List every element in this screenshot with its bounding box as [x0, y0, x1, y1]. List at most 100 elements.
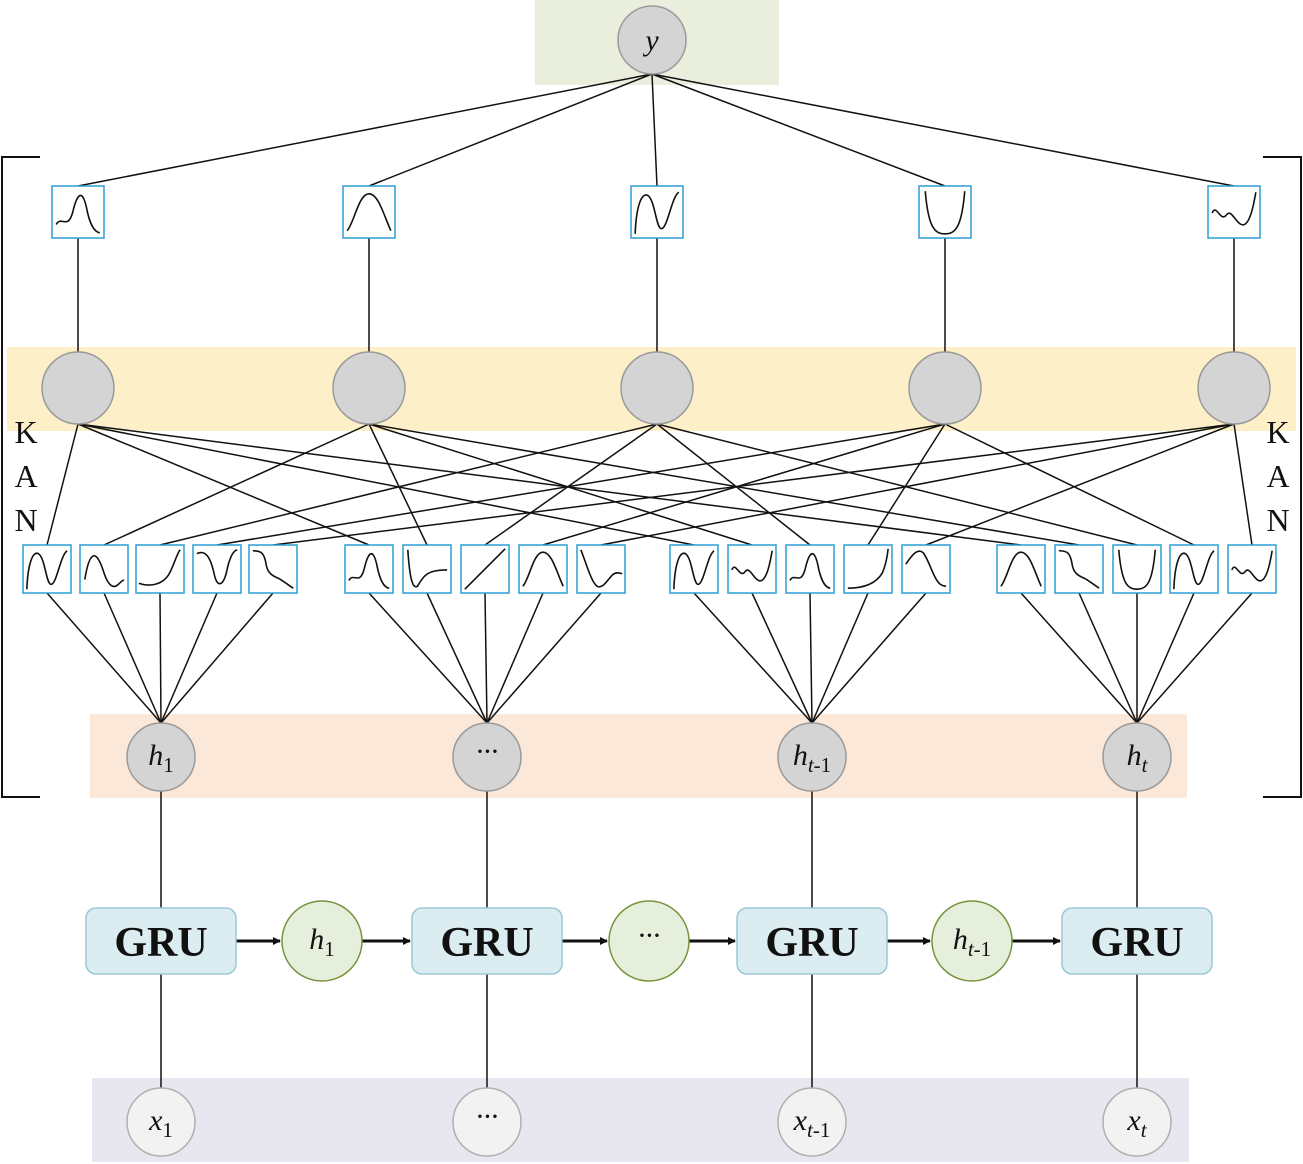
input-label: ···: [476, 1100, 499, 1133]
u-curve-curve: [1119, 550, 1155, 589]
linear-curve: [465, 549, 505, 589]
wiggle-dip-function-box: [728, 545, 776, 593]
step-down-curve: [1059, 551, 1099, 588]
v-dip-flat-function-box: [577, 545, 625, 593]
kan-dense-edge: [656, 423, 1138, 546]
function-box-frame: [576, 544, 626, 594]
hidden-state-node: [1102, 722, 1172, 792]
kan-dense-edge: [272, 423, 1235, 546]
input-band: [92, 1078, 1189, 1162]
kan-dense-edge: [216, 423, 946, 546]
sigmoid-bump-curve: [523, 552, 563, 586]
kan-dense-edge: [77, 423, 695, 546]
exp-rise-function-box: [843, 545, 892, 593]
gru-cell-label: GRU: [1090, 920, 1183, 966]
gaussian-peak-curve: [349, 554, 389, 588]
function-to-hidden-edge: [46, 592, 162, 724]
step-down-function-box: [1055, 545, 1103, 593]
wave-function-box: [1170, 545, 1218, 593]
kan-dense-edge: [656, 423, 811, 546]
function-box-frame: [135, 544, 185, 594]
gru-carry-node: [931, 900, 1013, 982]
function-to-hidden-edge: [693, 592, 813, 724]
v-dip-flat-curve: [581, 550, 622, 587]
output-edge: [651, 73, 1235, 187]
function-to-hidden-edge: [1136, 592, 1253, 724]
wave-function-box: [670, 545, 718, 593]
kan-side-label-right: K A N: [1266, 414, 1289, 538]
hidden-state-label: ···: [476, 735, 499, 768]
output-edge: [651, 73, 946, 187]
wiggle-dip-curve: [1212, 192, 1256, 225]
function-to-hidden-edge: [160, 592, 218, 724]
gru-cell: [85, 907, 237, 975]
kan-hidden-neuron: [41, 351, 115, 425]
hidden-state-band: [90, 714, 1187, 798]
wiggle-dip-function-box: [1228, 545, 1276, 593]
hidden-state-node: [126, 722, 196, 792]
gru-carry-label: ht-1: [953, 923, 991, 961]
input-label: xt: [1126, 1104, 1147, 1142]
step-down-curve: [253, 551, 293, 588]
input-node: [1102, 1087, 1172, 1157]
function-to-hidden-edge: [159, 592, 162, 724]
input-label: x1: [148, 1104, 173, 1142]
u-curve-function-box: [918, 185, 972, 239]
kan-dense-edge: [542, 423, 946, 546]
function-to-hidden-edge: [486, 592, 602, 724]
s-curve-curve: [139, 550, 180, 585]
sigmoid-bump-curve: [347, 194, 391, 231]
kan-dense-edge: [103, 423, 370, 546]
u-curve-curve: [925, 191, 965, 234]
function-to-hidden-edge: [811, 592, 927, 724]
kan-bracket-right: [1263, 156, 1302, 798]
kan-dense-edge: [944, 423, 1195, 546]
gru-cell: [736, 907, 888, 975]
wiggle-dip-curve: [1232, 551, 1272, 581]
hidden-state-node: [777, 722, 847, 792]
function-box-frame: [344, 544, 394, 594]
hump-curve: [906, 551, 946, 586]
function-to-hidden-edge: [751, 592, 813, 724]
function-to-hidden-edge: [1136, 592, 1195, 724]
kan-dense-edge: [867, 423, 946, 546]
sigmoid-bump-function-box: [997, 545, 1045, 593]
gru-cell-label: GRU: [765, 920, 858, 966]
kan-dense-edge: [159, 423, 658, 546]
function-to-hidden-edge: [809, 592, 813, 724]
s-curve-function-box: [136, 545, 184, 593]
exp-rise-curve: [848, 549, 888, 588]
gru-cell: [411, 907, 563, 975]
function-box-frame: [22, 544, 72, 594]
gru-cell-label: GRU: [440, 920, 533, 966]
hidden-state-label: h1: [148, 739, 174, 777]
gru-cell: [1061, 907, 1213, 975]
wave-curve: [1174, 551, 1214, 589]
kan-dense-edge: [484, 423, 658, 546]
sigmoid-bump-curve: [1001, 552, 1041, 586]
wave-curve: [674, 551, 714, 589]
kan-dense-edge: [46, 423, 79, 546]
step-down-function-box: [249, 545, 297, 593]
function-to-hidden-edge: [811, 592, 869, 724]
gaussian-peak-curve: [56, 195, 100, 232]
hidden-state-label: ht: [1127, 739, 1149, 777]
dip-wave-curve: [197, 550, 237, 584]
hidden-state-node: [452, 722, 522, 792]
hidden-state-label: ht-1: [793, 739, 831, 777]
kan-dense-edge: [368, 423, 1080, 546]
kan-letter: A: [14, 458, 37, 494]
gru-carry-node: [608, 900, 690, 982]
gru-carry-node: [281, 900, 363, 982]
kan-dense-edge: [600, 423, 1235, 546]
output-label: y: [642, 24, 659, 57]
wave-function-box: [23, 545, 71, 593]
kan-letter: K: [1266, 414, 1289, 450]
kan-dense-edge: [77, 423, 370, 546]
output-edge: [651, 73, 658, 187]
v-dip-function-box: [403, 545, 451, 593]
function-box-frame: [918, 185, 972, 239]
kan-dense-edge: [77, 423, 1022, 546]
